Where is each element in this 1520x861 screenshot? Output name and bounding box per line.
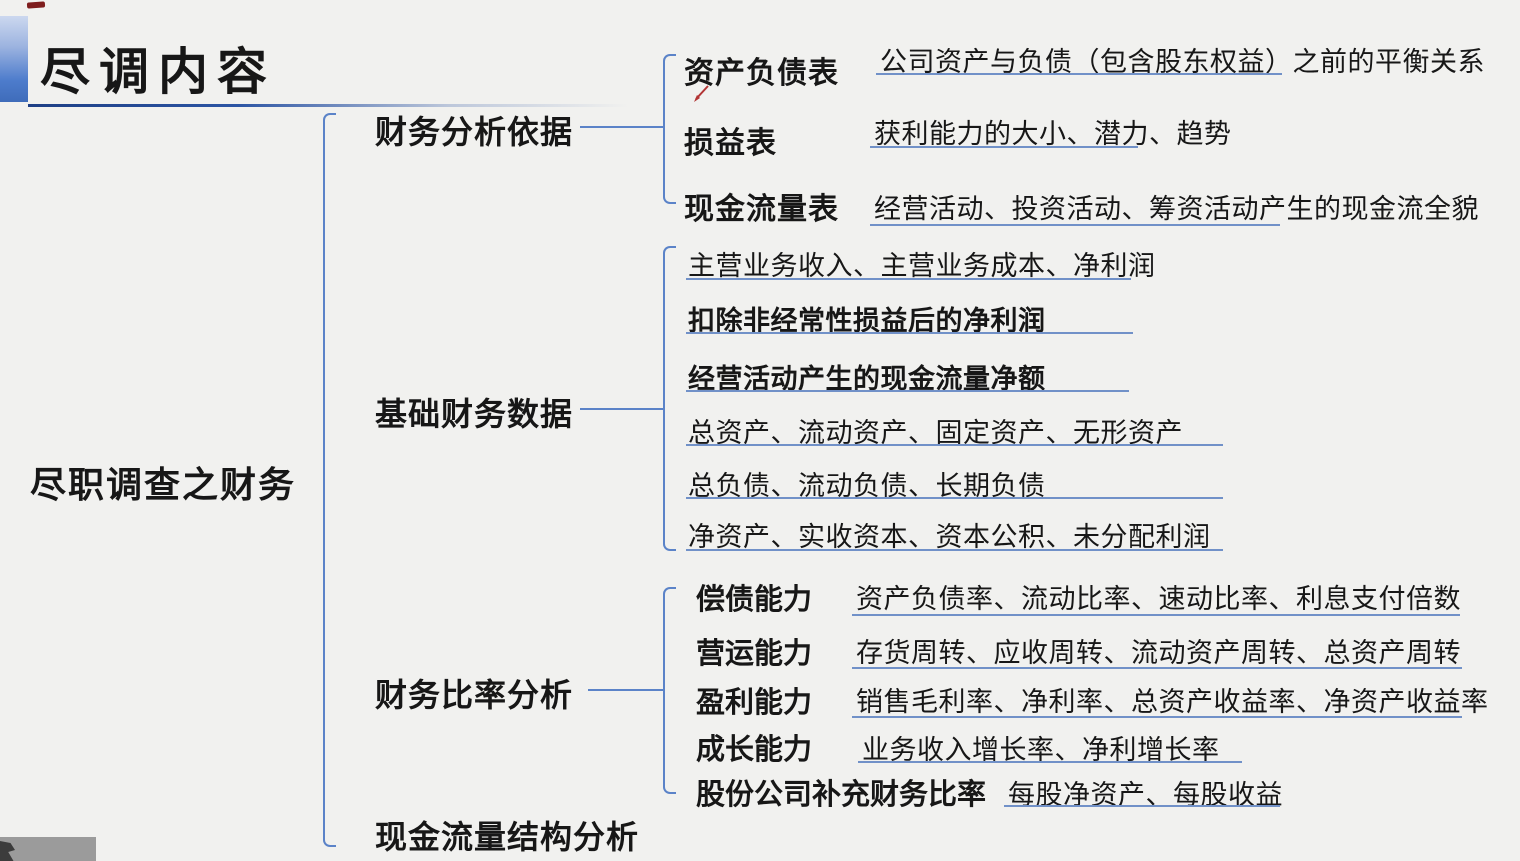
item-underline [686,549,1223,551]
list-item: 主营业务收入、主营业务成本、净利润 [688,251,1156,281]
item-underline [686,390,1129,392]
item-term: 现金流量表 [684,193,839,226]
item-term: 股份公司补充财务比率 [696,779,987,811]
item-term: 偿债能力 [696,584,813,616]
list-item: 总资产、流动资产、固定资产、无形资产 [688,418,1183,448]
item-desc: 经营活动、投资活动、筹资活动产生的现金流全貌 [874,194,1479,224]
item-underline [686,332,1133,334]
item-underline [686,497,1223,499]
item-underline [686,444,1223,446]
title-accent-bar [0,16,28,102]
item-underline [870,146,1138,148]
list-item: 扣除非经常性损益后的净利润 [688,306,1046,336]
item-underline [1004,805,1280,807]
main-bracket [323,113,336,847]
item-underline [858,761,1242,763]
item-desc: 获利能力的大小、潜力、趋势 [874,119,1232,149]
list-item: 净资产、实收资本、资本公积、未分配利润 [688,522,1211,552]
list-item: 经营活动产生的现金流量净额 [688,364,1046,394]
branch-label-basic-financial-data: 基础财务数据 [375,396,574,432]
branch-label-financial-analysis-basis: 财务分析依据 [375,114,574,150]
list-item: 总负债、流动负债、长期负债 [688,471,1046,501]
branch-connector [580,408,664,410]
branch-connector [580,126,664,128]
item-term: 损益表 [684,127,777,160]
title-underline [28,104,628,107]
item-underline [852,716,1462,718]
item-term: 营运能力 [696,638,813,670]
watermark-bar [0,837,96,861]
item-underline [852,667,1462,669]
page-title: 尽调内容 [40,44,276,100]
item-underline [852,614,1460,616]
group-bracket-financial-ratio-analysis [663,587,676,794]
item-desc: 销售毛利率、净利率、总资产收益率、净资产收益率 [856,687,1489,717]
branch-connector [588,689,664,691]
red-dash-mark [26,1,46,9]
item-underline [876,73,1282,75]
item-underline [870,224,1280,226]
group-bracket-basic-financial-data [663,246,676,551]
item-term: 成长能力 [696,734,813,766]
branch-label-financial-ratio-analysis: 财务比率分析 [375,677,574,713]
group-bracket-financial-analysis-basis [663,54,676,204]
item-desc: 业务收入增长率、净利增长率 [862,735,1220,765]
item-term: 资产负债表 [684,57,839,90]
item-desc: 公司资产与负债（包含股东权益）之前的平衡关系 [880,47,1485,77]
item-desc: 资产负债率、流动比率、速动比率、利息支付倍数 [856,584,1461,614]
item-underline [686,278,1131,280]
root-node-label: 尽职调查之财务 [30,465,297,505]
item-desc: 存货周转、应收周转、流动资产周转、总资产周转 [856,638,1461,668]
red-pen-mark-icon [694,85,709,102]
branch-label-cash-flow-structure-analysis: 现金流量结构分析 [375,819,640,855]
item-term: 盈利能力 [696,687,813,719]
